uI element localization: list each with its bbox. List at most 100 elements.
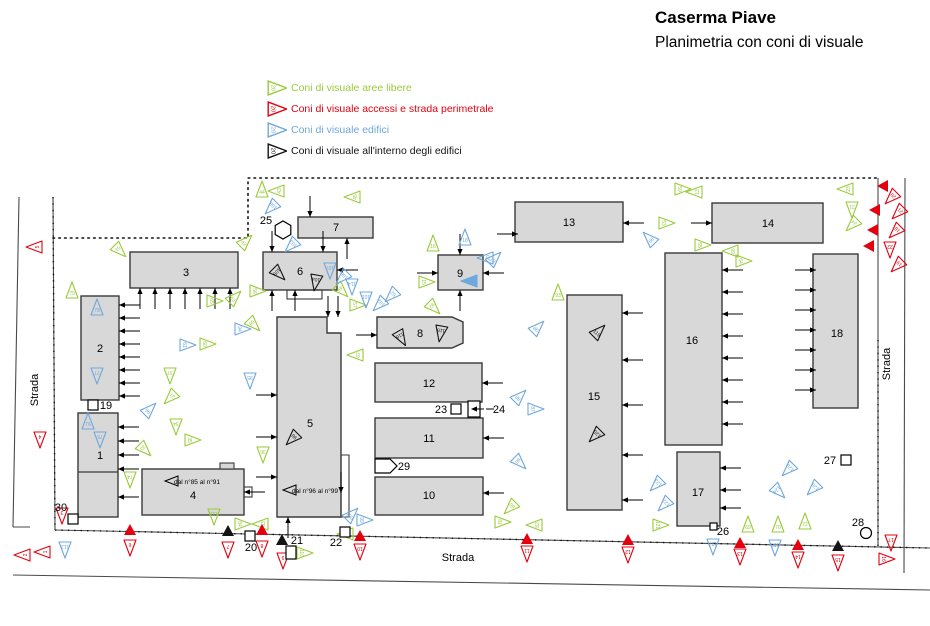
svg-text:88: 88 (513, 395, 521, 403)
svg-text:124: 124 (771, 484, 781, 494)
marker-22: 22 (330, 526, 351, 549)
gate-triangle-red (354, 530, 366, 541)
view-cone-red-16: 16 (878, 552, 896, 566)
page-title: Caserma Piave (655, 8, 776, 27)
svg-text:82: 82 (535, 522, 541, 528)
entrance-arrow (227, 288, 233, 309)
building-14: 14 (711, 202, 824, 244)
entrance-arrow (483, 270, 504, 276)
svg-text:45: 45 (353, 194, 359, 200)
road-line (12, 574, 930, 591)
view-cone-green-33: 33 (134, 439, 152, 457)
svg-text:87: 87 (529, 406, 535, 412)
view-cone-blue-86: 86 (527, 320, 545, 338)
view-cone-green-93: 93 (551, 283, 565, 301)
svg-text:79: 79 (69, 291, 75, 297)
entrance-arrow (118, 466, 139, 472)
svg-text:112: 112 (61, 543, 69, 549)
building-label-18: 18 (831, 328, 843, 340)
svg-text:107: 107 (326, 264, 335, 270)
svg-text:96: 96 (143, 408, 151, 416)
road-label-2: Strada (442, 552, 475, 564)
building-10: 10 (374, 476, 484, 516)
view-cone-green-84: 84 (234, 517, 252, 531)
view-cone-blue-123: 123 (649, 474, 667, 492)
svg-text:93: 93 (555, 293, 561, 299)
svg-text:55: 55 (696, 242, 702, 248)
svg-text:37: 37 (167, 369, 173, 375)
view-cone-green-16: 16 (426, 234, 440, 252)
svg-text:99: 99 (358, 517, 364, 523)
entrance-arrow (152, 288, 158, 309)
interior-camera-label: dal n°96 al n°99 (281, 484, 338, 496)
svg-text:14: 14 (795, 553, 801, 559)
marker-label-21: 21 (291, 535, 303, 547)
view-cone-blue-112: 112 (58, 541, 72, 559)
svg-text:66: 66 (731, 248, 737, 254)
entrance-arrow (344, 238, 350, 259)
entrance-arrow (795, 287, 816, 293)
view-cone-green-64: 64 (735, 254, 753, 268)
view-cone-green-83: 83 (251, 517, 269, 531)
entrance-arrow (622, 402, 643, 408)
view-cone-blue-102: 102 (372, 294, 390, 312)
svg-text:20: 20 (889, 191, 897, 199)
svg-text:13: 13 (695, 189, 701, 195)
svg-text:15: 15 (420, 279, 426, 285)
svg-text:64: 64 (737, 258, 743, 264)
road-label-1: Strada (881, 347, 893, 380)
entrance-arrow (722, 267, 743, 273)
svg-text:127: 127 (709, 540, 718, 546)
view-cone-blue-94: 94 (234, 322, 252, 336)
building-label-1: 1 (97, 450, 103, 462)
entrance-arrow (119, 302, 140, 308)
marker-label-25: 25 (260, 215, 272, 227)
marker-label-24: 24 (493, 404, 505, 416)
view-cone-green-79: 79 (65, 281, 79, 299)
svg-text:81: 81 (496, 519, 502, 525)
svg-text:94: 94 (236, 326, 242, 332)
svg-text:3: 3 (60, 509, 63, 515)
view-cone-blue-99: 99 (356, 513, 374, 527)
svg-text:dal n°96 al n°99: dal n°96 al n°99 (292, 487, 338, 495)
entrance-arrow (417, 270, 438, 276)
gate-triangle-red (863, 240, 874, 252)
view-cone-icon-black: 20 (267, 142, 287, 159)
marker-21: 21 (285, 535, 303, 560)
view-cone-black-120: 120 (588, 425, 606, 443)
view-cone-red-12: 12 (621, 546, 635, 564)
entrance-arrow (722, 311, 743, 317)
svg-text:36: 36 (260, 448, 266, 454)
view-cone-green-23: 23 (836, 182, 854, 196)
entrance-arrow (795, 267, 816, 273)
view-cone-blue-128: 128 (781, 459, 799, 477)
building-label-8: 8 (417, 328, 423, 340)
svg-text:111: 111 (210, 510, 218, 516)
building-label-9: 9 (457, 268, 463, 280)
svg-text:22: 22 (887, 243, 893, 249)
svg-text:20: 20 (270, 84, 276, 90)
marker-29: 29 (374, 458, 410, 474)
title-block: Caserma Piave Planimetria con coni di vi… (655, 8, 925, 52)
svg-text:122: 122 (661, 497, 671, 507)
view-cone-blue-127: 127 (706, 538, 720, 556)
building-label-11: 11 (423, 433, 434, 445)
building-label-16: 16 (686, 335, 698, 347)
svg-text:42: 42 (239, 240, 247, 248)
view-cone-blue-88: 88 (509, 389, 527, 407)
svg-text:dal n°85 al n°91: dal n°85 al n°91 (174, 478, 220, 486)
svg-text:13: 13 (737, 550, 743, 556)
entrance-arrow (197, 288, 203, 309)
svg-text:92: 92 (427, 301, 435, 309)
entrance-arrow (356, 332, 377, 338)
building-7: 7 (297, 216, 374, 239)
property-boundary-dotted (52, 177, 879, 239)
svg-text:83: 83 (261, 521, 267, 527)
svg-text:20: 20 (270, 105, 276, 111)
svg-text:10: 10 (357, 545, 363, 551)
svg-text:51: 51 (113, 244, 121, 252)
view-cone-green-92: 92 (423, 297, 441, 315)
